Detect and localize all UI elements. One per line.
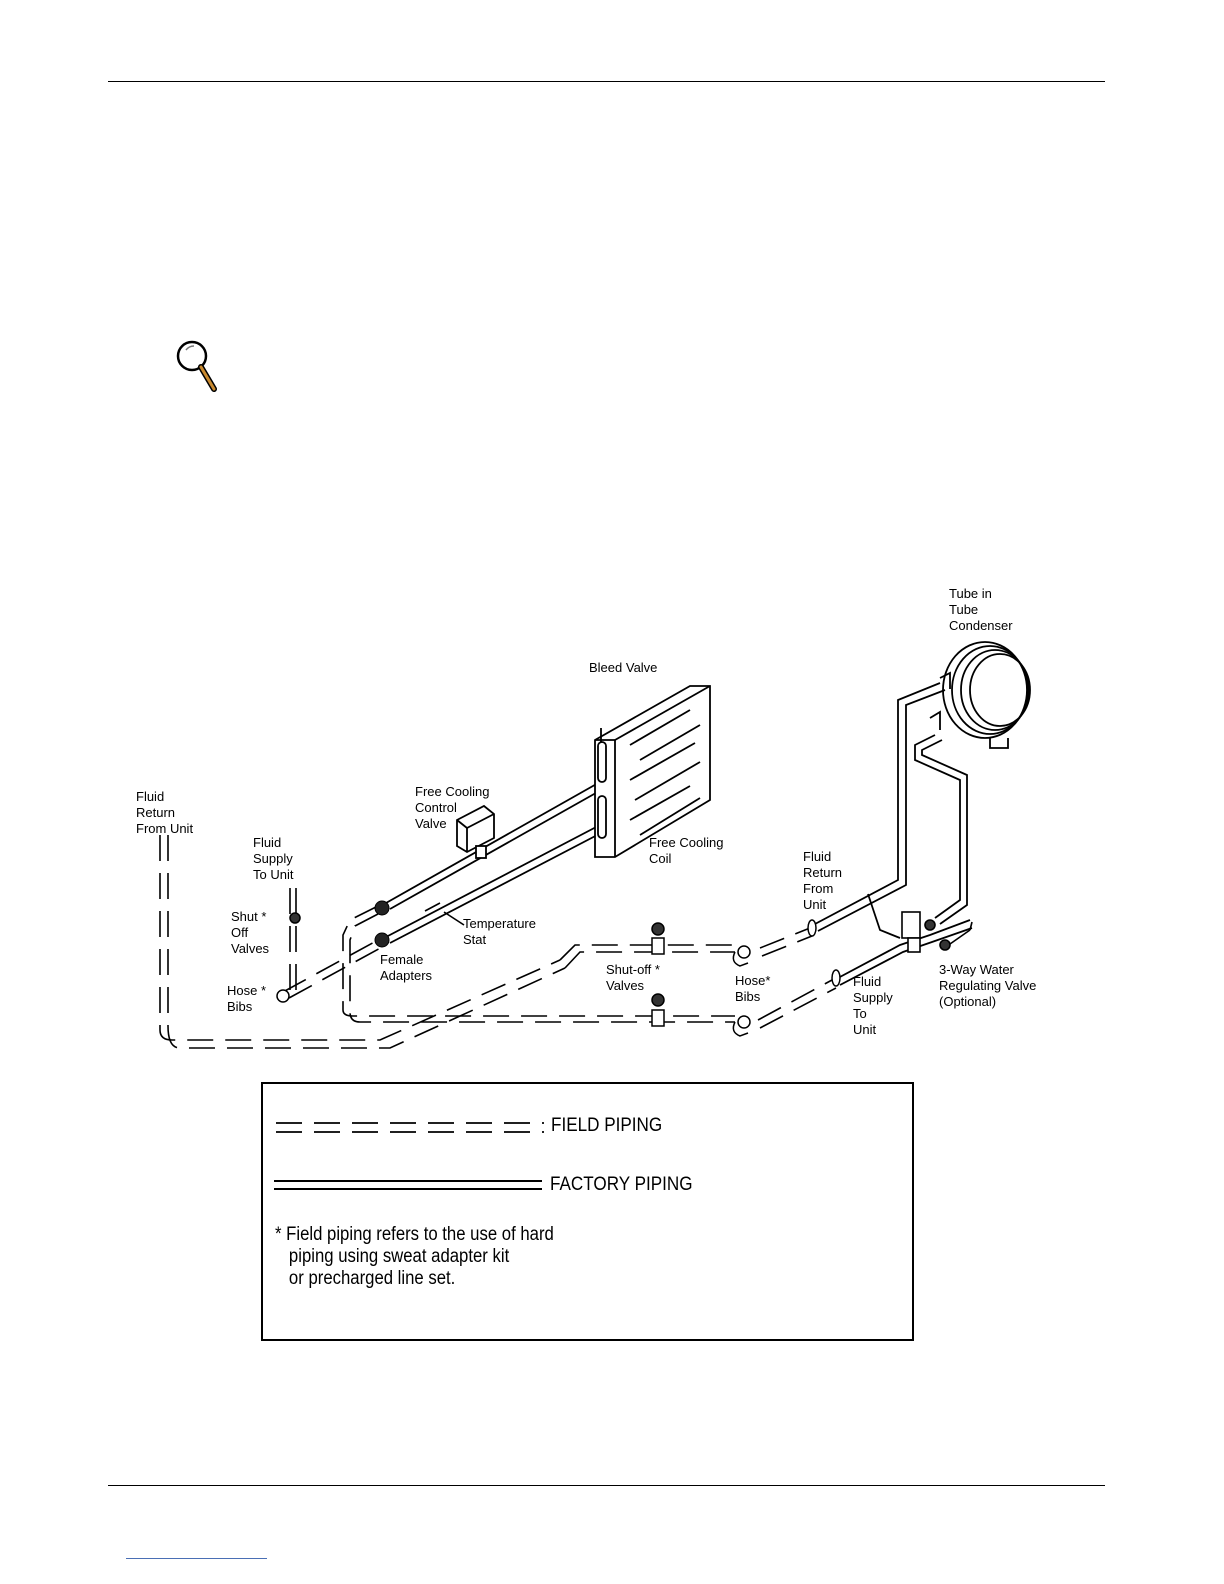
label-bleed-valve: Bleed Valve — [589, 660, 657, 675]
label-line: From — [803, 881, 833, 896]
legend-factory-piping: FACTORY PIPING — [550, 1174, 693, 1195]
label-line: 3-Way Water — [939, 962, 1015, 977]
label-line: Coil — [649, 851, 672, 866]
label-line: (Optional) — [939, 994, 996, 1009]
label-line: Fluid — [253, 835, 281, 850]
label-line: Fluid — [853, 974, 881, 989]
label-line: Bibs — [735, 989, 761, 1004]
label-line: Free Cooling — [415, 784, 489, 799]
label-line: To — [853, 1006, 867, 1021]
label-line: Shut-off * — [606, 962, 660, 977]
label-line: Tube in — [949, 586, 992, 601]
temperature-stat — [424, 902, 465, 926]
condenser-coil — [929, 641, 1031, 749]
header-rule — [108, 81, 1105, 82]
female-adapters — [374, 900, 390, 948]
label-line: Return — [136, 805, 175, 820]
label-line: Off — [231, 925, 248, 940]
free-cooling-coil — [594, 685, 711, 858]
label-hose-bibs-right: Hose*Bibs — [735, 973, 770, 1004]
label-line: Adapters — [380, 968, 433, 983]
label-line: Hose* — [735, 973, 770, 988]
label-line: Valves — [606, 978, 645, 993]
control-valve — [456, 804, 495, 859]
legend-box — [261, 1082, 914, 1341]
label-line: Tube — [949, 602, 978, 617]
label-line: Fluid — [803, 849, 831, 864]
footer-rule — [108, 1485, 1105, 1486]
label-line: Shut * — [231, 909, 266, 924]
label-line: Supply — [853, 990, 893, 1005]
note-line-1: * Field piping refers to the use of hard — [275, 1224, 554, 1245]
label-shut-off-valves-mid: Shut-off *Valves — [606, 962, 660, 993]
field-piping-swatch — [276, 1122, 544, 1133]
factory-piping-swatch — [274, 1180, 542, 1190]
label-line: Valves — [231, 941, 270, 956]
footer-link-underline — [126, 1558, 267, 1559]
label-line: Return — [803, 865, 842, 880]
valves — [276, 912, 841, 1037]
note-line-3: or precharged line set. — [275, 1268, 456, 1289]
label-line: Hose * — [227, 983, 266, 998]
legend-field-piping: FIELD PIPING — [551, 1115, 663, 1136]
label-line: Unit — [803, 897, 827, 912]
label-line: Female — [380, 952, 423, 967]
magnifier-icon — [176, 340, 217, 392]
field-piping — [159, 835, 837, 1049]
note-line-2: piping using sweat adapter kit — [275, 1246, 510, 1267]
label-line: Bleed Valve — [589, 660, 657, 675]
label-line: Condenser — [949, 618, 1013, 633]
label-hose-bibs-left: Hose *Bibs — [227, 983, 266, 1014]
label-line: Free Cooling — [649, 835, 723, 850]
label-line: Control — [415, 800, 457, 815]
label-line: Regulating Valve — [939, 978, 1036, 993]
label-line: Valve — [415, 816, 447, 831]
label-line: Stat — [463, 932, 487, 947]
label-line: Unit — [853, 1022, 877, 1037]
label-line: Temperature — [463, 916, 536, 931]
label-line: Supply — [253, 851, 293, 866]
legend-note: * Field piping refers to the use of hard… — [275, 1224, 554, 1290]
label-line: From Unit — [136, 821, 193, 836]
label-line: Bibs — [227, 999, 253, 1014]
label-line: Fluid — [136, 789, 164, 804]
label-line: To Unit — [253, 867, 294, 882]
three-way-valve — [901, 911, 973, 953]
